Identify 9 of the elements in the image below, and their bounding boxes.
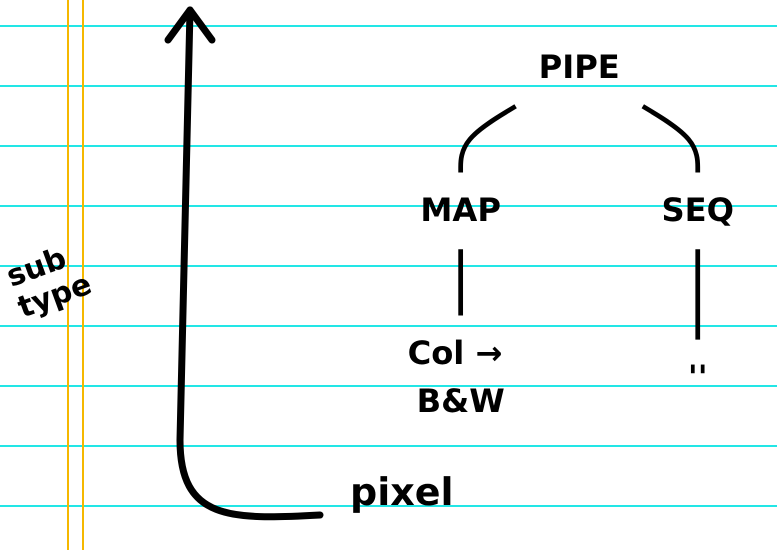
node-text: '' — [688, 358, 708, 396]
connector — [458, 104, 517, 172]
node-text: PIPE — [538, 48, 620, 86]
axis-origin-label: pixel — [350, 470, 454, 514]
connector — [642, 104, 700, 172]
axis-label: sub type — [2, 240, 98, 325]
connector — [458, 249, 464, 316]
connector — [695, 249, 700, 340]
node-text: Col → B&W — [408, 334, 505, 421]
